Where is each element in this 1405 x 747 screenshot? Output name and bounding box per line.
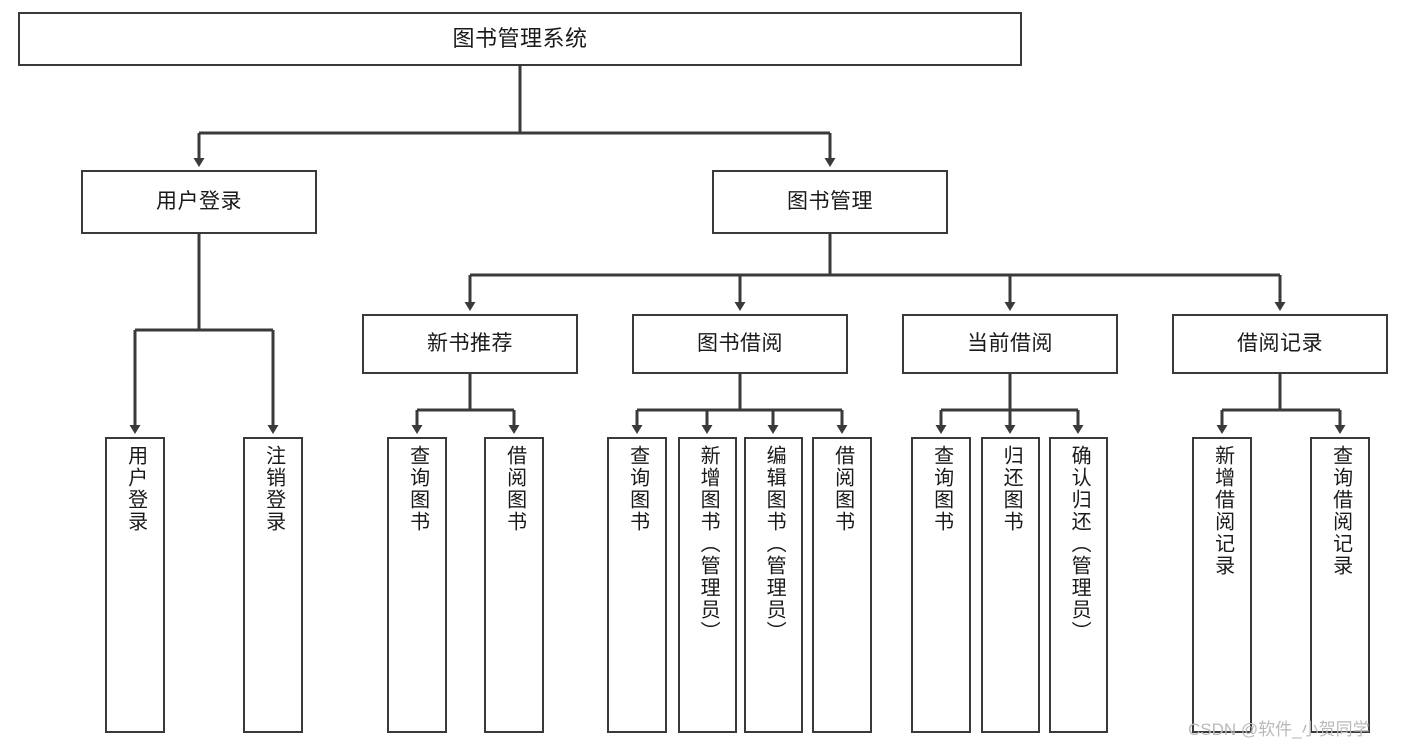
node-label: 归还图书 <box>1000 445 1023 533</box>
node-current-borrow[interactable]: 当前借阅 <box>902 314 1118 374</box>
leaf-current-confirm-return-admin[interactable]: 确认归还（管理员） <box>1049 437 1108 733</box>
leaf-current-return-book[interactable]: 归还图书 <box>981 437 1040 733</box>
node-root-library-system[interactable]: 图书管理系统 <box>18 12 1022 66</box>
node-label: 编辑图书（管理员） <box>763 445 786 643</box>
node-label: 新增借阅记录 <box>1211 445 1234 577</box>
node-label: 查询图书 <box>626 445 649 533</box>
node-label: 查询借阅记录 <box>1329 445 1352 577</box>
node-label: 借阅图书 <box>831 445 854 533</box>
leaf-record-query-borrow-record[interactable]: 查询借阅记录 <box>1310 437 1370 733</box>
leaf-user-login-logout[interactable]: 注销登录 <box>243 437 303 733</box>
node-label: 用户登录 <box>124 445 147 533</box>
node-label: 新书推荐 <box>427 331 513 355</box>
node-new-book-recommendation[interactable]: 新书推荐 <box>362 314 578 374</box>
node-label: 确认归还（管理员） <box>1068 445 1091 643</box>
node-label: 图书借阅 <box>697 331 783 355</box>
leaf-current-query-book[interactable]: 查询图书 <box>911 437 971 733</box>
leaf-borrow-query-book[interactable]: 查询图书 <box>607 437 667 733</box>
leaf-record-add-borrow-record[interactable]: 新增借阅记录 <box>1192 437 1252 733</box>
node-label: 当前借阅 <box>967 331 1053 355</box>
leaf-borrow-add-book-admin[interactable]: 新增图书（管理员） <box>678 437 737 733</box>
watermark: CSDN @软件_小贺同学 <box>1188 720 1370 739</box>
node-label: 借阅图书 <box>503 445 526 533</box>
node-label: 查询图书 <box>930 445 953 533</box>
leaf-new-book-borrow-book[interactable]: 借阅图书 <box>484 437 544 733</box>
node-label: 新增图书（管理员） <box>697 445 720 643</box>
leaf-borrow-borrow-book[interactable]: 借阅图书 <box>812 437 872 733</box>
node-borrow-record[interactable]: 借阅记录 <box>1172 314 1388 374</box>
node-label: 图书管理 <box>787 189 873 213</box>
node-book-management[interactable]: 图书管理 <box>712 170 948 234</box>
leaf-borrow-edit-book-admin[interactable]: 编辑图书（管理员） <box>744 437 803 733</box>
node-label: 注销登录 <box>262 445 285 533</box>
node-label: 查询图书 <box>406 445 429 533</box>
node-user-login[interactable]: 用户登录 <box>81 170 317 234</box>
node-label: 借阅记录 <box>1237 331 1323 355</box>
node-book-borrow[interactable]: 图书借阅 <box>632 314 848 374</box>
leaf-new-book-query-book[interactable]: 查询图书 <box>387 437 447 733</box>
leaf-user-login-login[interactable]: 用户登录 <box>105 437 165 733</box>
node-label: 用户登录 <box>156 189 242 213</box>
node-label: 图书管理系统 <box>452 26 588 52</box>
